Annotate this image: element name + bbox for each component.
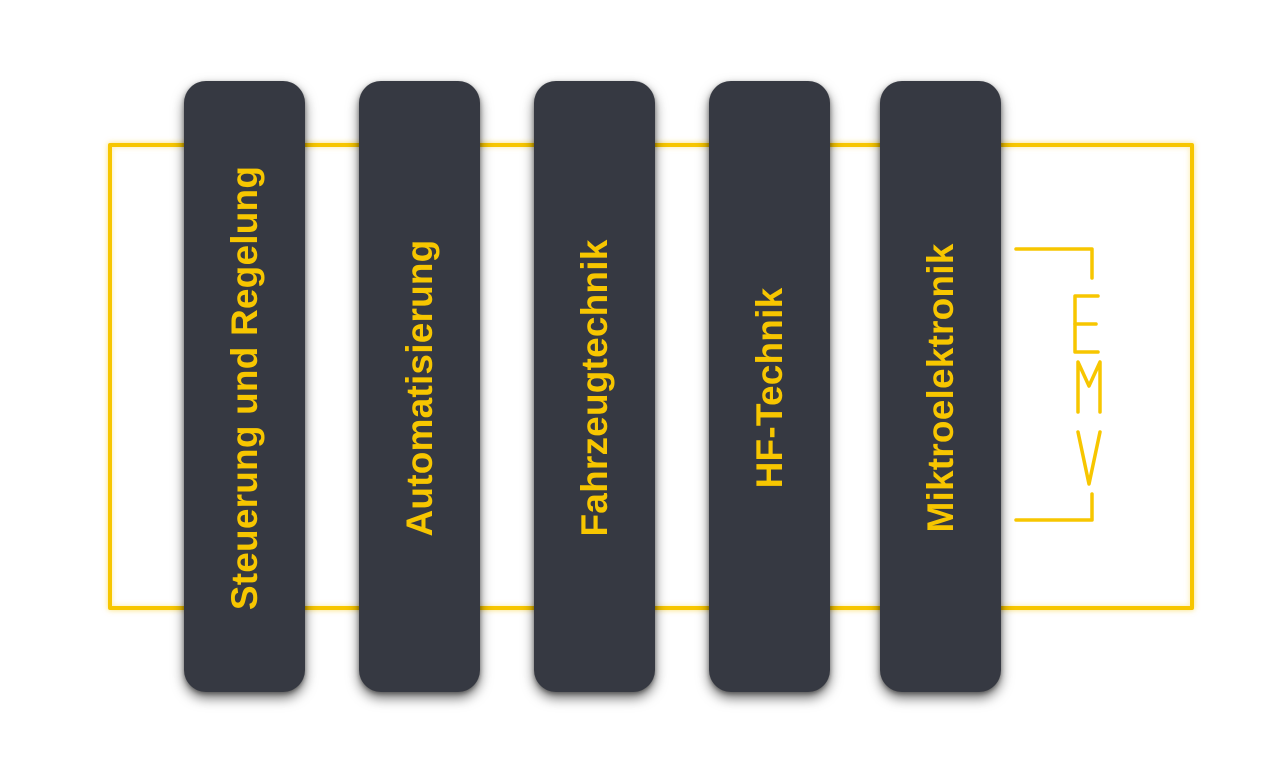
pillar-label: Steuerung und Regelung — [223, 165, 265, 611]
pillar-label: Fahrzeugtechnik — [573, 239, 615, 537]
pillar-steuerung-und-regelung: Steuerung und Regelung — [184, 81, 305, 692]
pillar-label: Automatisierung — [398, 239, 440, 537]
pillar-fahrzeugtechnik: Fahrzeugtechnik — [534, 81, 655, 692]
pillar-automatisierung: Automatisierung — [359, 81, 480, 692]
pillar-hf-technik: HF-Technik — [709, 81, 830, 692]
emv-handwritten-bracket — [1014, 247, 1102, 522]
pillar-miktroelektronik: Miktroelektronik — [880, 81, 1001, 692]
pillar-label: HF-Technik — [748, 287, 790, 489]
pillar-label: Miktroelektronik — [919, 243, 961, 533]
